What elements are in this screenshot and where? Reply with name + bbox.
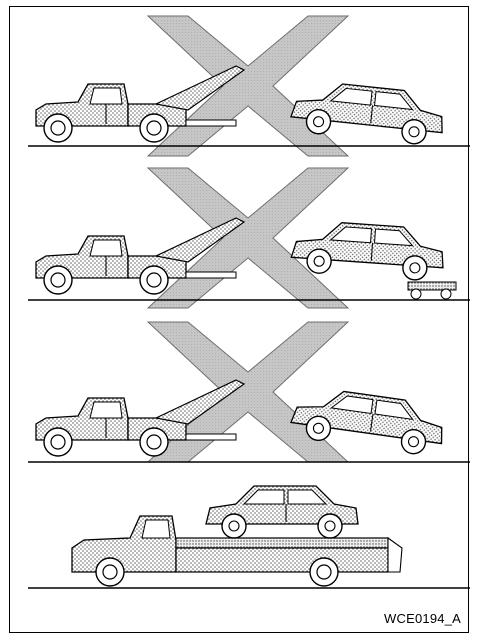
tow-dolly-icon — [408, 282, 456, 299]
scene-3-prohibited — [28, 322, 470, 462]
scene-1-prohibited — [28, 16, 470, 156]
figure-code: WCE0194_A — [384, 611, 461, 626]
scene-2-prohibited — [28, 168, 470, 308]
prohibition-x-icon — [148, 168, 348, 308]
transported-car — [206, 486, 358, 538]
scene-4-flatbed — [28, 486, 470, 588]
prohibition-x-icon — [148, 322, 348, 462]
prohibition-x-icon — [148, 16, 348, 156]
towed-car-2 — [290, 219, 445, 281]
